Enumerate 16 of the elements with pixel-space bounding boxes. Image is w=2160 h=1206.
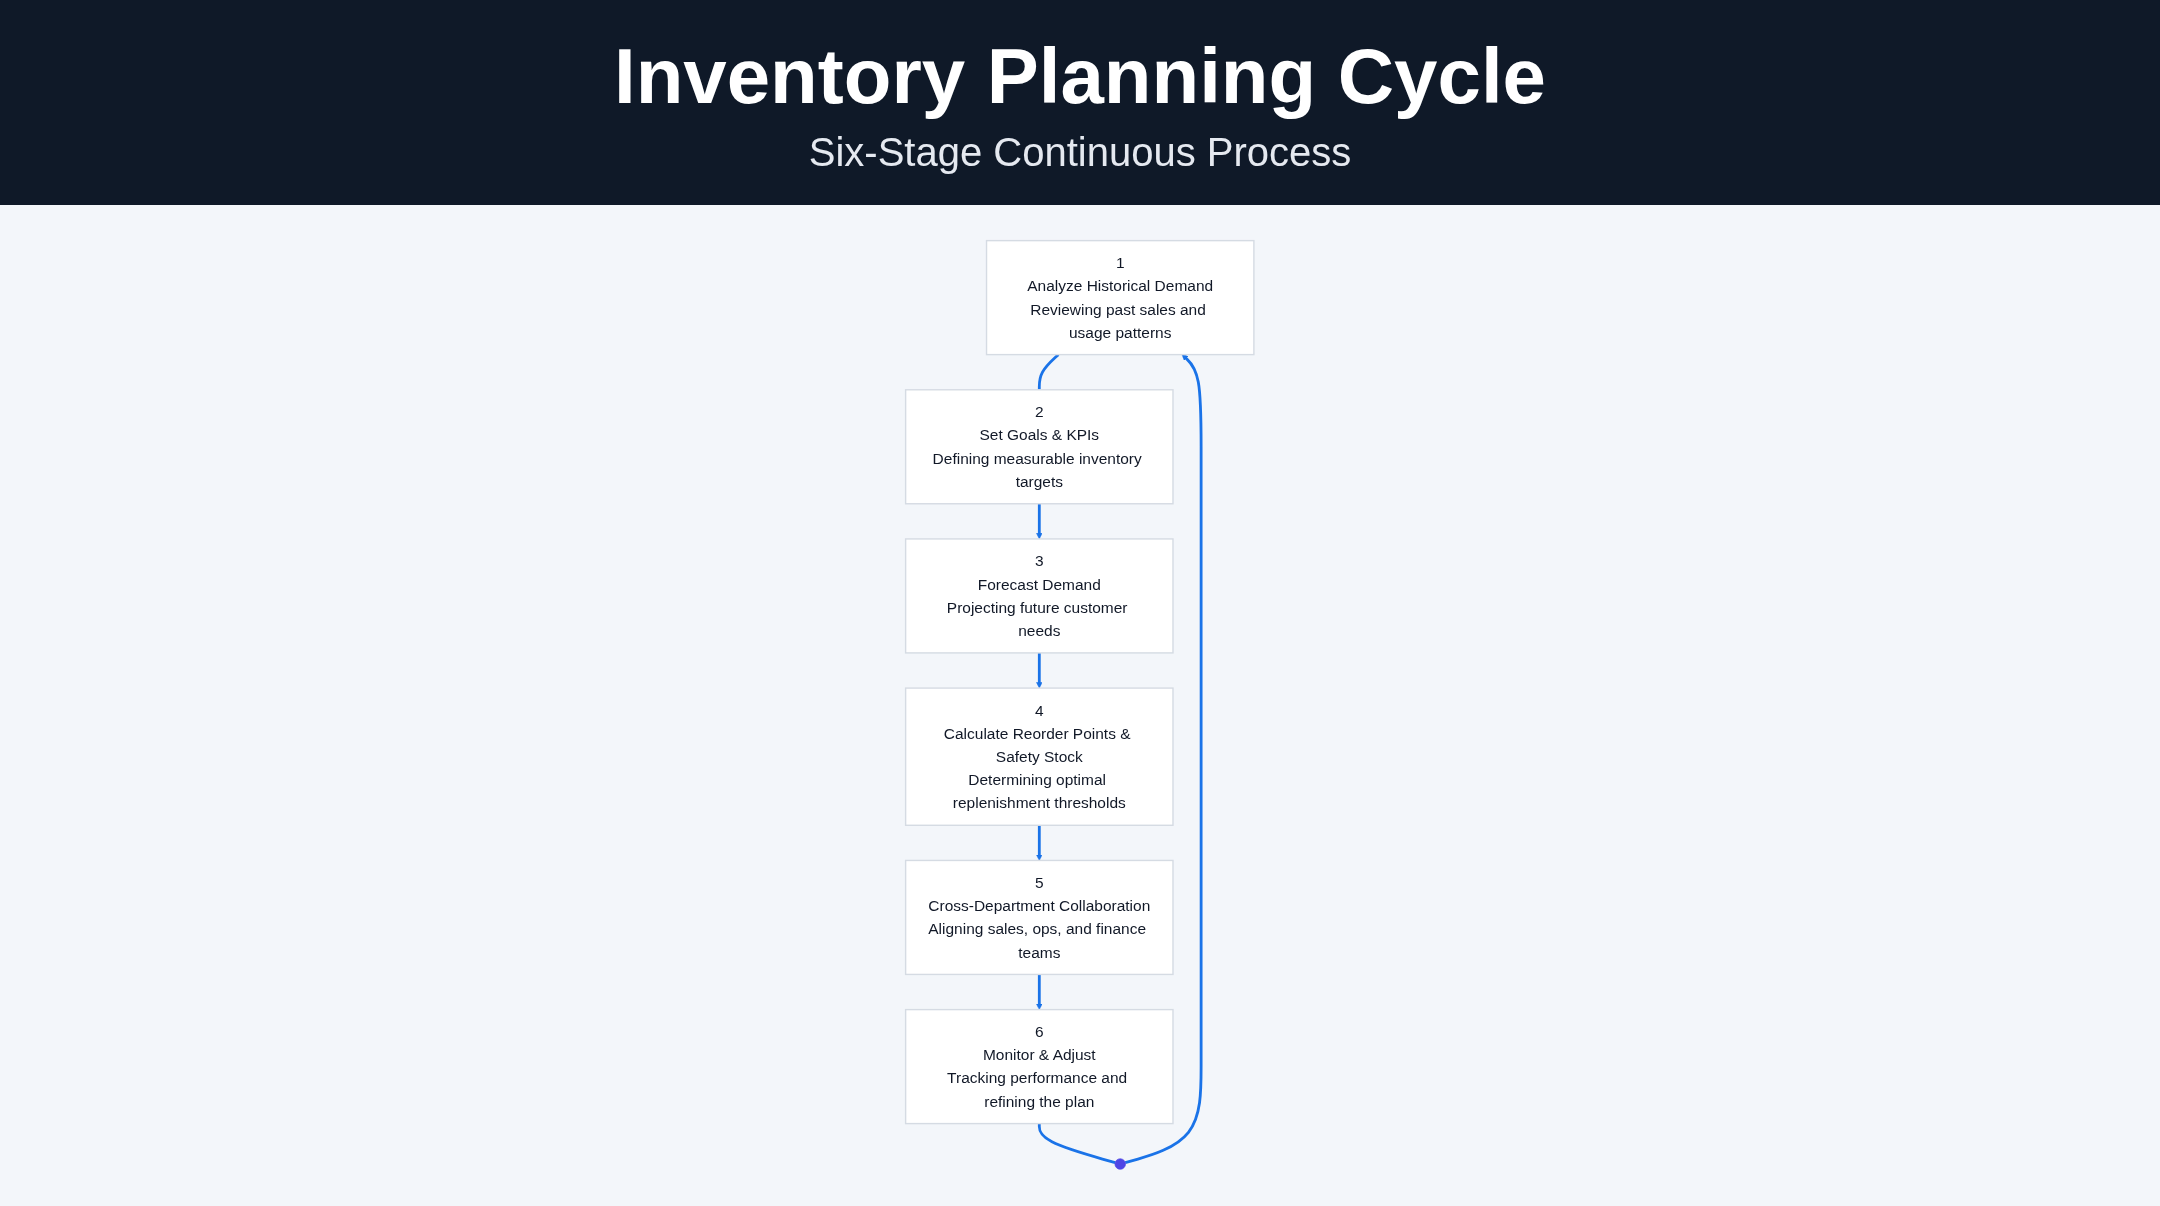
arrow: [1036, 974, 1043, 1010]
node-circle: [1114, 1158, 1127, 1170]
node-box: 5 Cross-Department Collaboration Aligning sales, ops, and finance teams: [905, 859, 1174, 976]
subtitle: Six-Stage Continuous Process: [808, 129, 1352, 175]
connector: [1038, 353, 1060, 390]
node-box: 2 Set Goals & KPIs Defining measurable inventory targets: [905, 389, 1174, 505]
arrow: [1125, 354, 1203, 1164]
arrow: [1036, 825, 1043, 861]
node-box: 4 Calculate Reorder Points & Safety Stock Determining optimal replenishment thresholds: [905, 687, 1174, 826]
node-box: 6 Monitor & Adjust Tracking performance and refining the plan: [905, 1008, 1174, 1125]
title: Inventory Planning Cycle: [614, 30, 1546, 122]
node-box: 1 Analyze Historical Demand Reviewing past sales and usage patterns: [986, 239, 1255, 356]
node-box: 3 Forecast Demand Projecting future customer needs: [905, 538, 1174, 654]
connector: [1038, 1123, 1116, 1164]
arrow: [1036, 503, 1043, 540]
arrow: [1036, 652, 1043, 689]
